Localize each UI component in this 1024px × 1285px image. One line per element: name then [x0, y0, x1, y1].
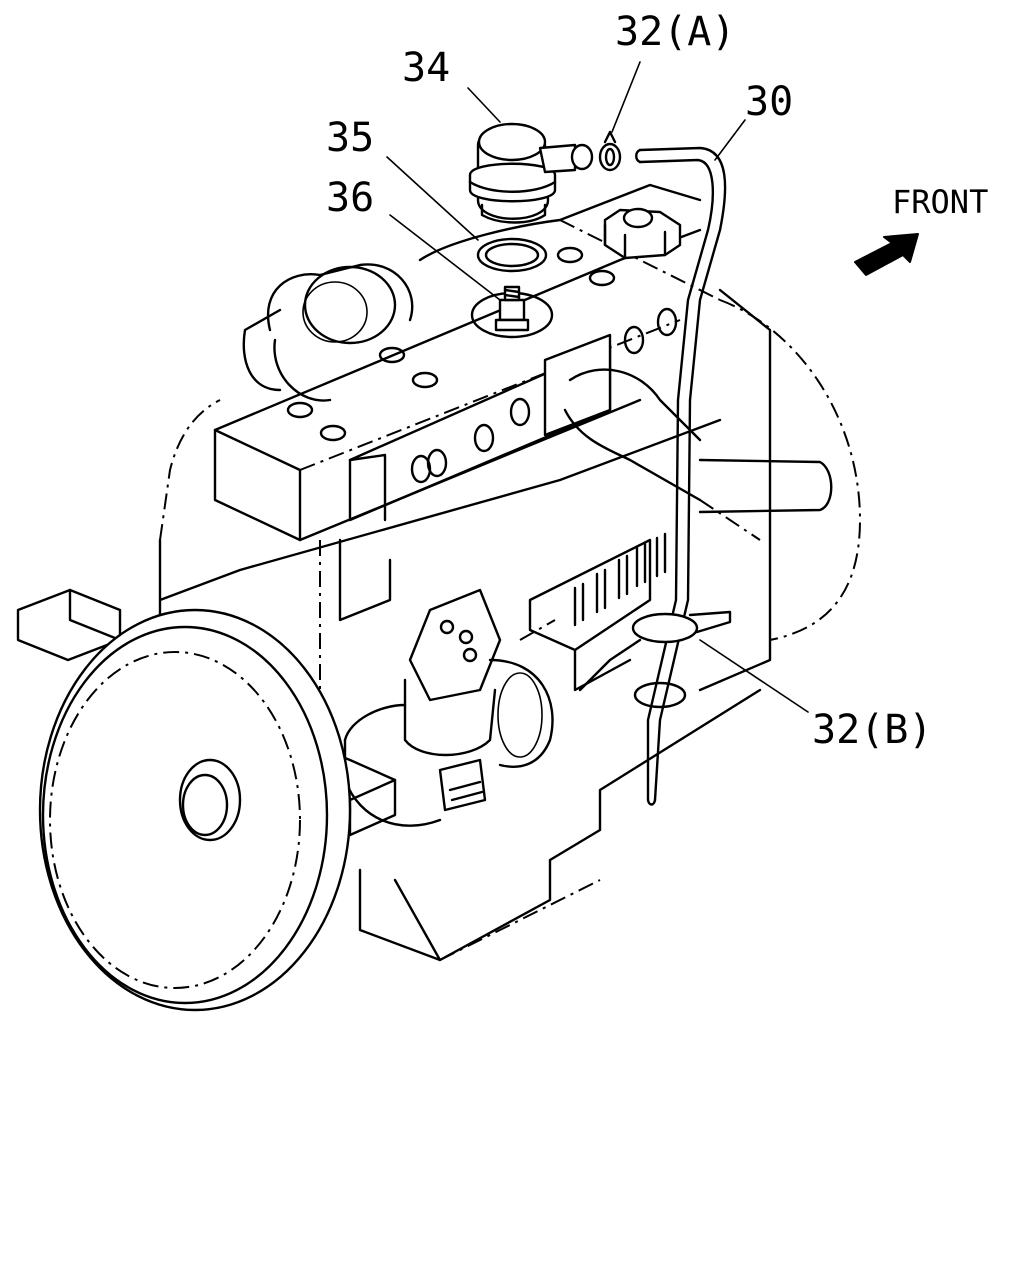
bolt-part-36: [470, 285, 554, 339]
clip-part-32a: [598, 130, 622, 172]
flywheel: [38, 608, 352, 1012]
front-label: FRONT: [892, 183, 989, 221]
clamp-part-32b: [631, 610, 732, 709]
o-ring-part-35: [476, 237, 548, 273]
oil-filler-cap: [603, 207, 682, 260]
head-bolt-holes: [286, 246, 678, 484]
arrow-front-icon: [854, 233, 919, 276]
callout-36: 36: [326, 175, 375, 221]
breather-part-34: [468, 122, 594, 224]
callout-34: 34: [402, 45, 451, 91]
callout-32b: 32(B): [812, 707, 933, 753]
leader-lines: [386, 61, 809, 713]
breather-hose-part-30: [635, 146, 727, 806]
callout-35: 35: [326, 115, 375, 161]
callout-32a: 32(A): [615, 9, 736, 55]
callout-30: 30: [745, 79, 794, 125]
injection-lines: [573, 532, 667, 627]
